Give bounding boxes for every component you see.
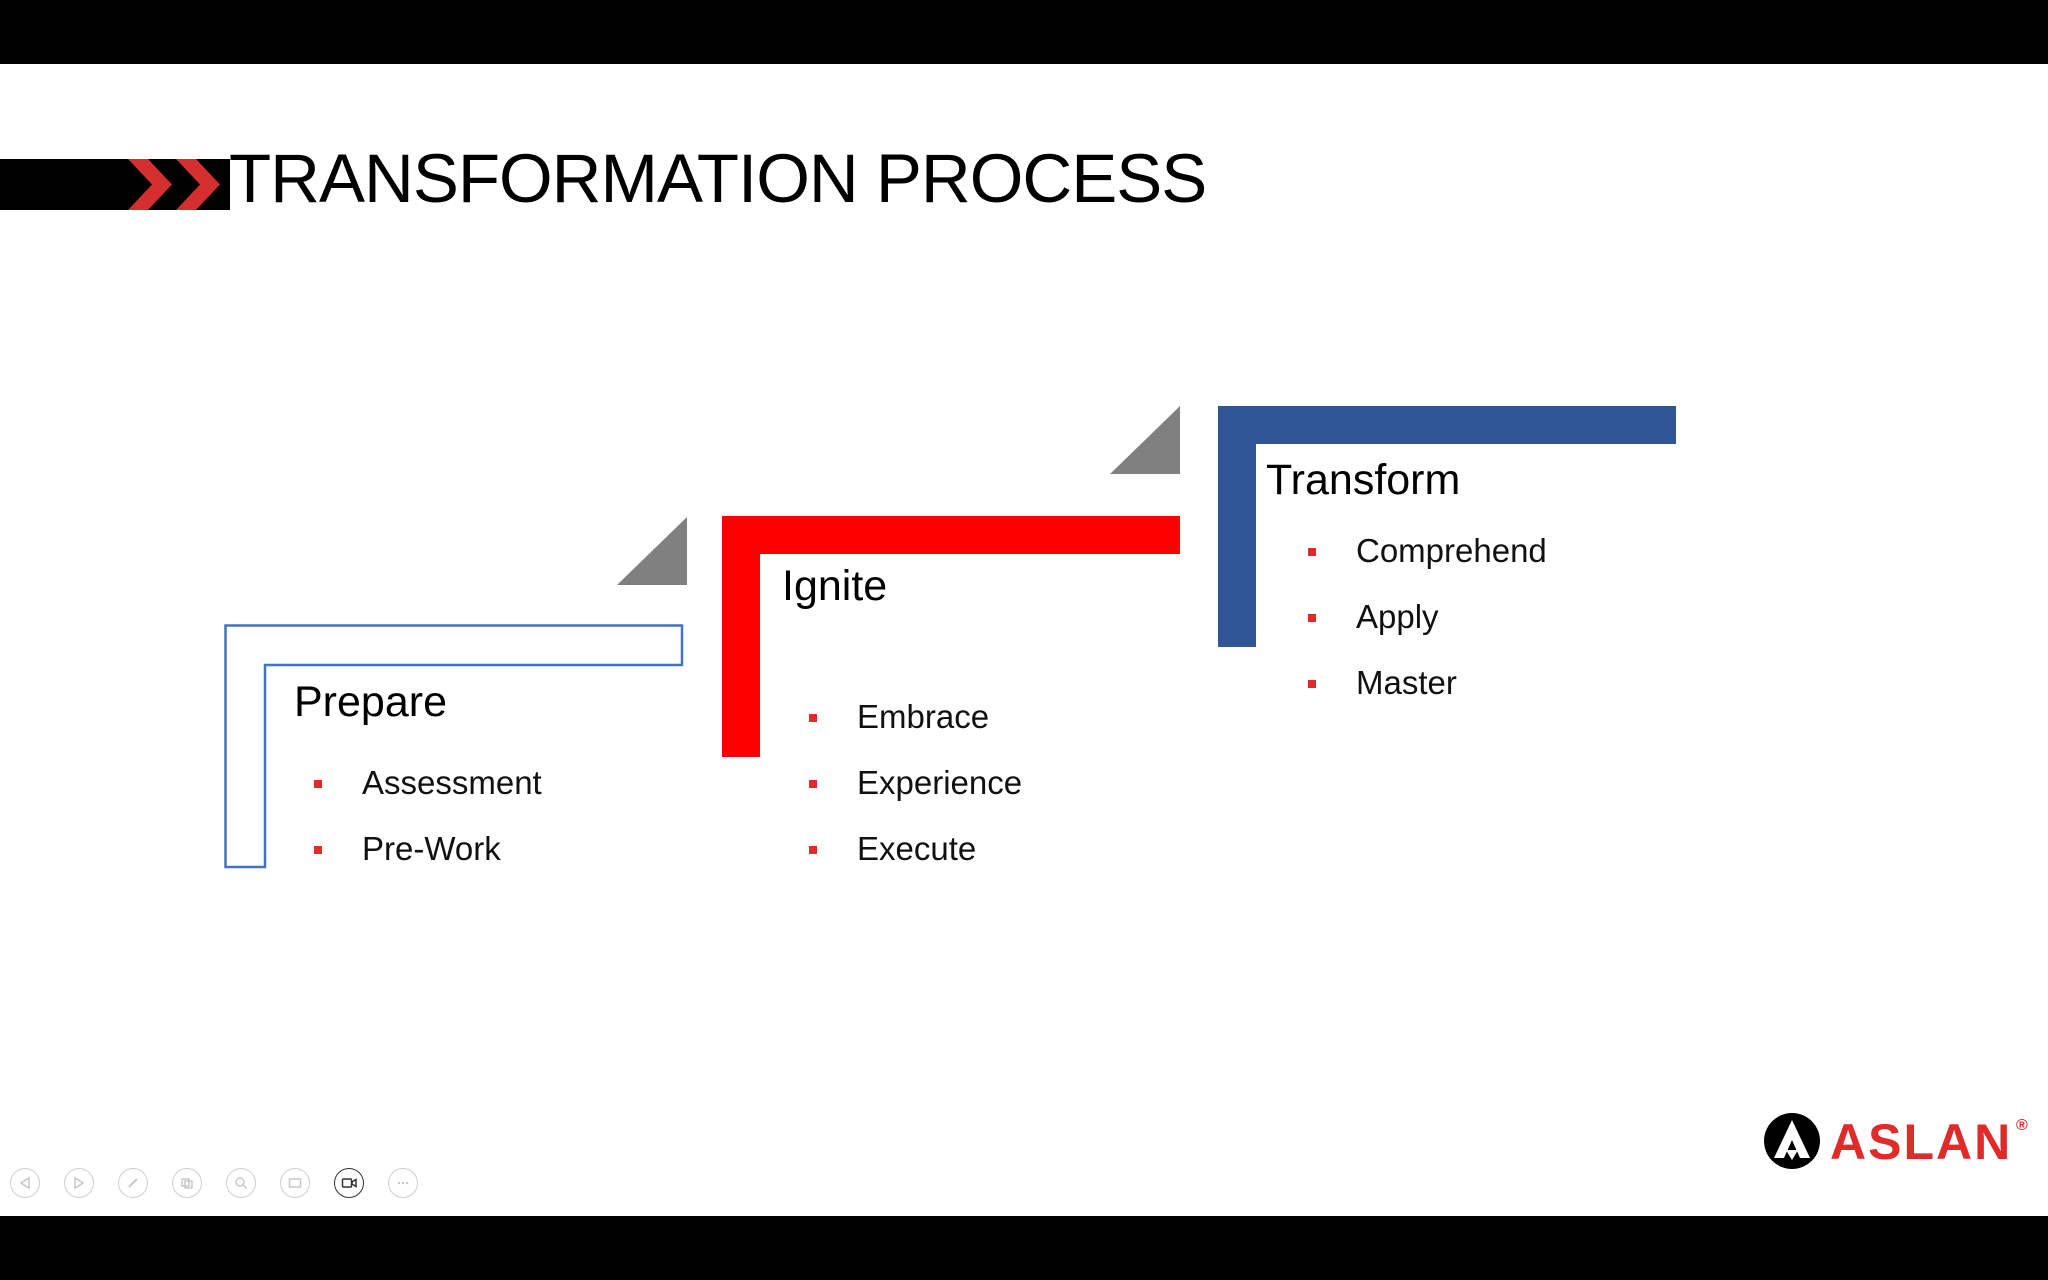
slides-icon[interactable] [172, 1168, 202, 1198]
pen-icon[interactable] [118, 1168, 148, 1198]
previous-icon[interactable] [10, 1168, 40, 1198]
list-item: Comprehend [1308, 530, 1547, 596]
list-item: Assessment [314, 762, 542, 828]
aslan-logo: ASLAN ® [1764, 1113, 2028, 1170]
step-transform-title: Transform [1266, 456, 1461, 504]
step-transform-shape [1218, 406, 1676, 647]
step-ignite-shape [722, 516, 1180, 757]
slide-title: TRANSFORMATION PROCESS [229, 140, 1207, 217]
list-item: Apply [1308, 596, 1547, 662]
camera-icon[interactable] [334, 1168, 364, 1198]
step-ignite-title: Ignite [782, 562, 888, 610]
list-item: Master [1308, 662, 1547, 728]
more-icon[interactable] [388, 1168, 418, 1198]
slide: TRANSFORMATION PROCESS Prepare Assessmen… [0, 64, 2048, 1216]
list-item: Embrace [809, 696, 1022, 762]
next-icon[interactable] [64, 1168, 94, 1198]
presenter-toolbar [10, 1168, 418, 1198]
list-item: Pre-Work [314, 828, 542, 894]
step-ignite-bullets: Embrace Experience Execute [809, 696, 1022, 894]
step-prepare-title: Prepare [294, 678, 447, 726]
svg-text:ASLAN: ASLAN [1830, 1114, 2012, 1170]
list-item: Execute [809, 828, 1022, 894]
svg-text:®: ® [2016, 1117, 2028, 1134]
step-transform-bullets: Comprehend Apply Master [1308, 530, 1547, 728]
triangle-arrow-2 [1110, 406, 1180, 474]
title-accent-bar [0, 159, 230, 210]
subtitles-icon[interactable] [280, 1168, 310, 1198]
zoom-icon[interactable] [226, 1168, 256, 1198]
step-prepare-bullets: Assessment Pre-Work [314, 762, 542, 894]
triangle-arrow-1 [617, 517, 687, 585]
list-item: Experience [809, 762, 1022, 828]
step-prepare-shape [224, 624, 684, 869]
